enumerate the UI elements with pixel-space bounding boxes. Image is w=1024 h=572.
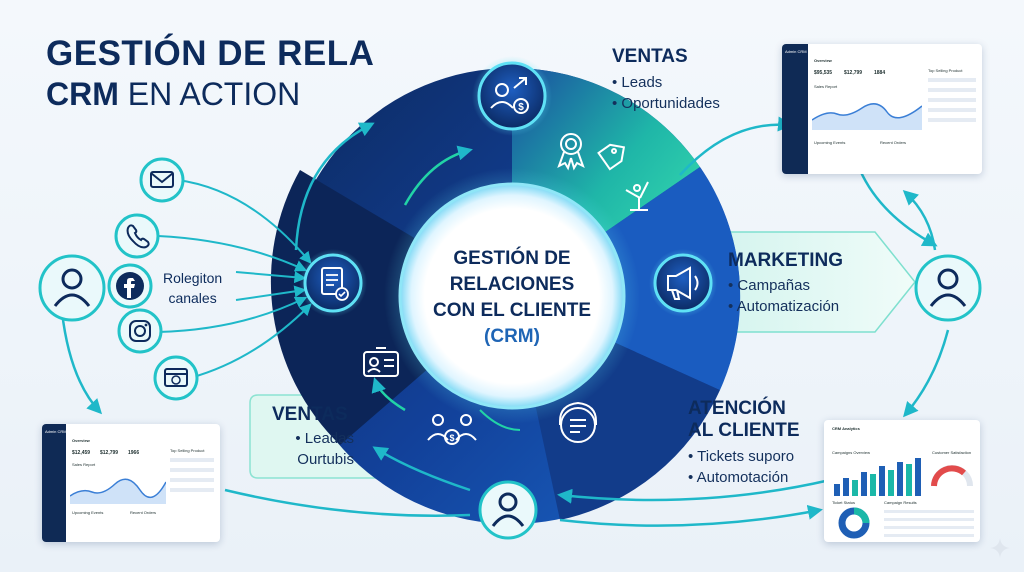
page-title: GESTIÓN DE RELA — [46, 34, 375, 73]
facebook-icon[interactable] — [107, 263, 153, 309]
panel-title: Campaign Results — [884, 500, 917, 505]
satisfaction-gauge — [931, 465, 973, 487]
envelope-icon[interactable] — [139, 157, 185, 203]
center-line-4: (CRM) — [484, 326, 540, 347]
panel-title: Recent Orders — [130, 510, 157, 515]
sales-report-chart — [812, 103, 922, 130]
subtitle-rest: EN ACTION — [127, 76, 301, 112]
channels-label: Rolegiton canales — [163, 268, 222, 308]
panel-title: Top Selling Product — [928, 68, 963, 73]
user-avatar-icon[interactable] — [914, 254, 982, 322]
dashboard-right[interactable]: CRM Analytics Campaigns Overview Custome… — [824, 420, 980, 542]
atencion-heading: AL CLIENTE — [688, 420, 800, 441]
panel-title: Top Selling Product — [170, 448, 205, 453]
ventas-top-item: • Leads — [612, 74, 663, 91]
browser-icon[interactable] — [153, 355, 199, 401]
money-growth-icon[interactable]: $ — [472, 56, 552, 136]
marketing-heading: MARKETING — [728, 250, 844, 271]
headset-chat-icon — [559, 401, 597, 443]
svg-text:$: $ — [449, 433, 454, 443]
user-avatar-icon[interactable] — [38, 254, 106, 322]
kpi-value: $12,459 — [72, 450, 91, 456]
ventas-bottom-item: • Leadas — [295, 430, 354, 447]
subtitle-bold: CRM — [46, 76, 119, 112]
ventas-top-heading: VENTAS — [612, 46, 688, 67]
svg-text:$: $ — [518, 102, 524, 113]
channels-label-2: canales — [168, 290, 217, 306]
page-subtitle: CRM EN ACTION — [46, 76, 300, 113]
kpi-value: $12,799 — [844, 70, 863, 76]
dashboard-app-name: Admin CRM — [45, 429, 67, 434]
inner-disc — [398, 182, 626, 410]
campaigns-bar-chart — [834, 458, 921, 496]
ventas-top-block: VENTAS • Leads • Oportunidades — [612, 46, 720, 114]
dashboard-header: Overview — [72, 438, 90, 443]
price-tag-icon — [597, 143, 626, 171]
kpi-value: $12,799 — [100, 450, 119, 456]
ventas-bottom-item: Ourtubis — [297, 451, 354, 468]
atencion-block: ATENCIÓN AL CLIENTE • Tickets suporo • A… — [688, 398, 800, 488]
chart-title: Campaigns Overview — [832, 450, 871, 455]
channels-label-1: Rolegiton — [163, 270, 223, 286]
ventas-bottom-heading: VENTAS — [272, 404, 348, 425]
dashboard-top[interactable]: Admin CRM Overview $95,535 $12,799 1884 … — [782, 44, 982, 174]
ventas-top-item: • Oportunidades — [612, 95, 720, 112]
chart-title: Sales Report — [814, 84, 838, 89]
sales-report-chart — [70, 478, 166, 504]
gauge-title: Customer Satisfaction — [932, 450, 972, 455]
dashboard-header: Overview — [814, 58, 832, 63]
ventas-bottom-block: VENTAS • Leadas Ourtubis — [272, 404, 354, 470]
campaign-results-list — [884, 510, 974, 537]
trophy-icon — [625, 181, 649, 211]
center-line-3: CON EL CLIENTE — [433, 300, 591, 321]
center-line-2: RELACIONES — [449, 274, 575, 295]
user-avatar-icon[interactable] — [478, 480, 538, 540]
team-money-icon: $ — [427, 414, 477, 445]
panel-title: Upcoming Events — [72, 510, 104, 515]
crm-center-label: GESTIÓN DE RELACIONES CON EL CLIENTE (CR… — [412, 246, 612, 350]
id-card-icon — [363, 347, 399, 377]
atencion-item: • Automotación — [688, 469, 789, 486]
dashboard-app-name: Admin CRM — [785, 49, 807, 54]
document-check-icon[interactable] — [299, 249, 367, 317]
atencion-item: • Tickets suporo — [688, 448, 795, 465]
product-list — [170, 458, 214, 492]
atencion-heading: ATENCIÓN — [688, 398, 786, 419]
ticket-donut — [838, 507, 870, 539]
center-line-1: GESTIÓN DE — [453, 248, 571, 269]
panel-title: Recent Orders — [880, 140, 907, 145]
megaphone-icon[interactable] — [649, 249, 717, 317]
award-ribbon-icon — [557, 133, 585, 171]
phone-icon[interactable] — [114, 213, 160, 259]
panel-title: Ticket Status — [832, 500, 855, 505]
chart-title: Sales Report — [72, 462, 96, 467]
dashboard-left[interactable]: Admin CRM Overview $12,459 $12,799 1966 … — [42, 424, 220, 542]
dashboard-header: CRM Analytics — [832, 426, 860, 431]
kpi-value: 1884 — [874, 70, 886, 76]
marketing-item: • Automatización — [728, 298, 840, 315]
kpi-value: 1966 — [128, 450, 140, 456]
instagram-icon[interactable] — [117, 308, 163, 354]
kpi-value: $95,535 — [814, 70, 833, 76]
marketing-item: • Campañas — [728, 277, 810, 294]
product-list — [928, 78, 976, 122]
marketing-block: MARKETING • Campañas • Automatización — [728, 250, 843, 317]
panel-title: Upcoming Events — [814, 140, 846, 145]
sparkle-icon — [990, 538, 1010, 558]
